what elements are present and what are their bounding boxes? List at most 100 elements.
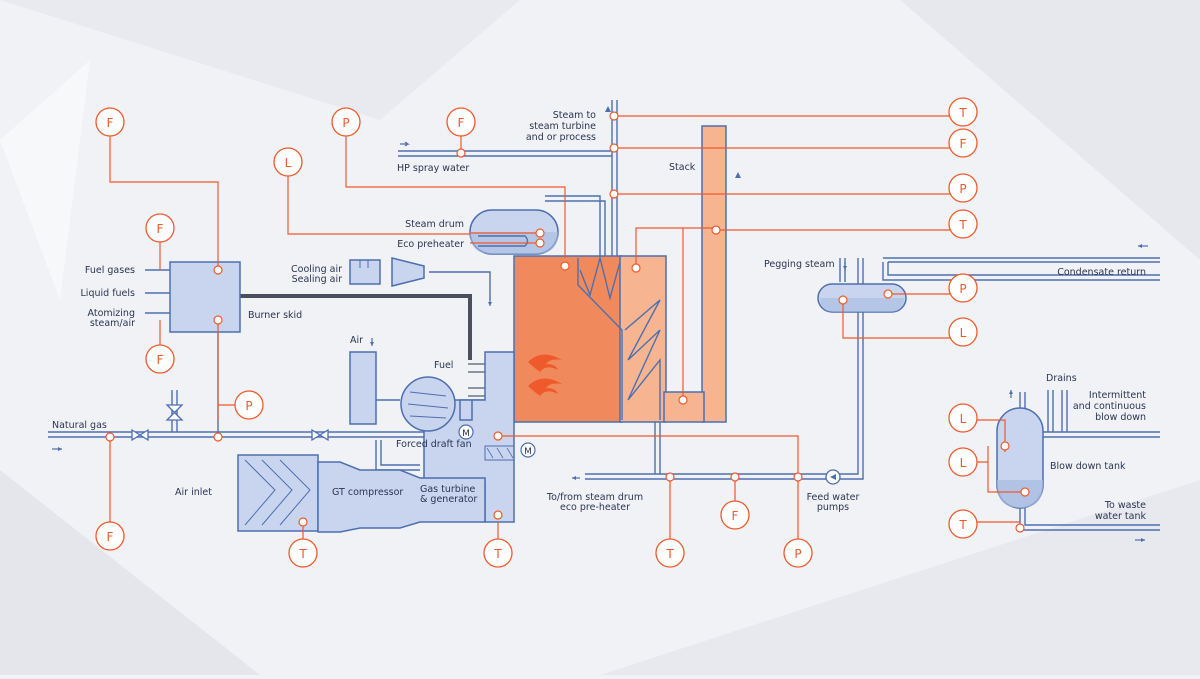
economizer-section xyxy=(619,255,667,423)
label-fuel: Fuel xyxy=(434,360,453,371)
instrument-t-eco: T xyxy=(655,538,685,568)
furnace xyxy=(513,255,623,423)
svg-text:T: T xyxy=(298,547,307,561)
svg-text:T: T xyxy=(958,218,967,232)
label-steam-to-1: Steam to xyxy=(553,110,596,121)
label-burner-skid: Burner skid xyxy=(248,310,302,321)
gas-turbine-assembly xyxy=(237,454,486,533)
svg-text:P: P xyxy=(959,182,966,196)
instrument-f-spray: F xyxy=(446,107,476,137)
label-pegging-steam: Pegging steam xyxy=(764,259,835,270)
instrument-t-steam: T xyxy=(948,97,978,127)
label-steam-drum: Steam drum xyxy=(405,219,464,230)
label-gas-turbine-2: & generator xyxy=(420,494,477,505)
label-to-from-1: To/from steam drum xyxy=(546,492,643,503)
svg-text:F: F xyxy=(732,509,739,523)
label-to-waste-1: To waste xyxy=(1104,500,1146,511)
label-condensate-return: Condensate return xyxy=(1057,267,1146,278)
svg-text:L: L xyxy=(285,156,292,170)
label-to-from-2: eco pre-heater xyxy=(560,502,630,513)
svg-text:T: T xyxy=(493,547,502,561)
svg-text:F: F xyxy=(960,137,967,151)
label-drains: Drains xyxy=(1046,373,1077,384)
label-forced-draft-fan: Forced draft fan xyxy=(396,439,472,450)
instrument-p-pegging: P xyxy=(948,273,978,303)
label-liquid-fuels: Liquid fuels xyxy=(81,288,136,299)
duct-damper xyxy=(484,445,515,461)
instrument-p-steam: P xyxy=(948,173,978,203)
label-hp-spray: HP spray water xyxy=(397,163,469,174)
instrument-l-drum: L xyxy=(273,147,303,177)
riser-coil xyxy=(579,255,621,301)
svg-text:F: F xyxy=(458,116,465,130)
instrument-t-turbine: T xyxy=(483,538,513,568)
instrument-l-blow2: L xyxy=(948,447,978,477)
svg-text:P: P xyxy=(245,399,252,413)
cooling-air-filter xyxy=(349,259,381,285)
stack xyxy=(701,125,727,423)
label-atomizing-2: steam/air xyxy=(90,318,135,329)
label-gas-turbine-1: Gas turbine xyxy=(420,484,475,495)
label-intermittent-2: and continuous xyxy=(1073,401,1146,412)
instrument-f-steam: F xyxy=(948,128,978,158)
label-eco-preheater: Eco preheater xyxy=(397,239,464,250)
label-air: Air xyxy=(350,335,363,346)
fd-fan-intake xyxy=(349,351,377,425)
svg-text:P: P xyxy=(959,282,966,296)
motor-icon xyxy=(520,442,536,458)
instrument-f-top-left: F xyxy=(95,107,125,137)
instrument-taps xyxy=(105,111,1030,533)
label-cooling-air: Cooling air xyxy=(291,264,342,275)
label-natural-gas: Natural gas xyxy=(52,420,107,431)
label-stack: Stack xyxy=(669,162,696,173)
label-gt-compressor: GT compressor xyxy=(332,487,403,498)
svg-text:P: P xyxy=(794,547,801,561)
label-fuel-gases: Fuel gases xyxy=(85,265,135,276)
superheater-coil xyxy=(624,299,661,420)
instrument-l-blow1: L xyxy=(948,403,978,433)
cooling-air-fan xyxy=(391,257,425,287)
burner-flame-icon xyxy=(528,354,562,396)
instrument-l-pegging: L xyxy=(948,317,978,347)
svg-text:L: L xyxy=(960,412,967,426)
svg-text:F: F xyxy=(107,530,114,544)
instrument-t-compressor: T xyxy=(288,538,318,568)
instrument-f-natural-gas: F xyxy=(95,521,125,551)
label-air-inlet: Air inlet xyxy=(175,487,212,498)
label-feed-water-2: pumps xyxy=(817,502,849,513)
flow-arrows xyxy=(52,106,1148,542)
motor-icon xyxy=(458,424,474,440)
label-sealing-air: Sealing air xyxy=(292,274,343,285)
label-feed-water-1: Feed water xyxy=(807,492,860,503)
svg-text:T: T xyxy=(665,547,674,561)
svg-text:M: M xyxy=(462,429,470,439)
label-blow-down-tank: Blow down tank xyxy=(1050,461,1126,472)
instrument-t-stack: T xyxy=(948,209,978,239)
instrument-p-burner: P xyxy=(234,390,264,420)
svg-text:L: L xyxy=(960,326,967,340)
instrument-t-blow: T xyxy=(948,509,978,539)
label-intermittent-3: blow down xyxy=(1095,412,1146,423)
svg-text:P: P xyxy=(342,116,349,130)
instrument-signal-lines xyxy=(109,115,1025,545)
svg-text:L: L xyxy=(960,456,967,470)
svg-text:T: T xyxy=(958,106,967,120)
instrument-bubbles[interactable]: F F F P F T T P F L T F P T T F P P L L … xyxy=(95,97,978,568)
label-steam-to-3: and or process xyxy=(526,132,596,143)
label-atomizing-1: Atomizing xyxy=(88,308,135,319)
svg-text:F: F xyxy=(157,353,164,367)
instrument-p-feed: P xyxy=(783,538,813,568)
label-intermittent-1: Intermittent xyxy=(1089,390,1146,401)
instrument-p-drum: P xyxy=(331,107,361,137)
instrument-f-burner-up: F xyxy=(145,213,175,243)
svg-text:F: F xyxy=(107,116,114,130)
label-steam-to-2: steam turbine xyxy=(529,121,596,132)
svg-text:M: M xyxy=(524,447,532,457)
gas-turbine xyxy=(317,461,486,533)
valve-icon xyxy=(131,404,329,442)
downcomer xyxy=(577,258,623,420)
instrument-f-burner-down: F xyxy=(145,344,175,374)
